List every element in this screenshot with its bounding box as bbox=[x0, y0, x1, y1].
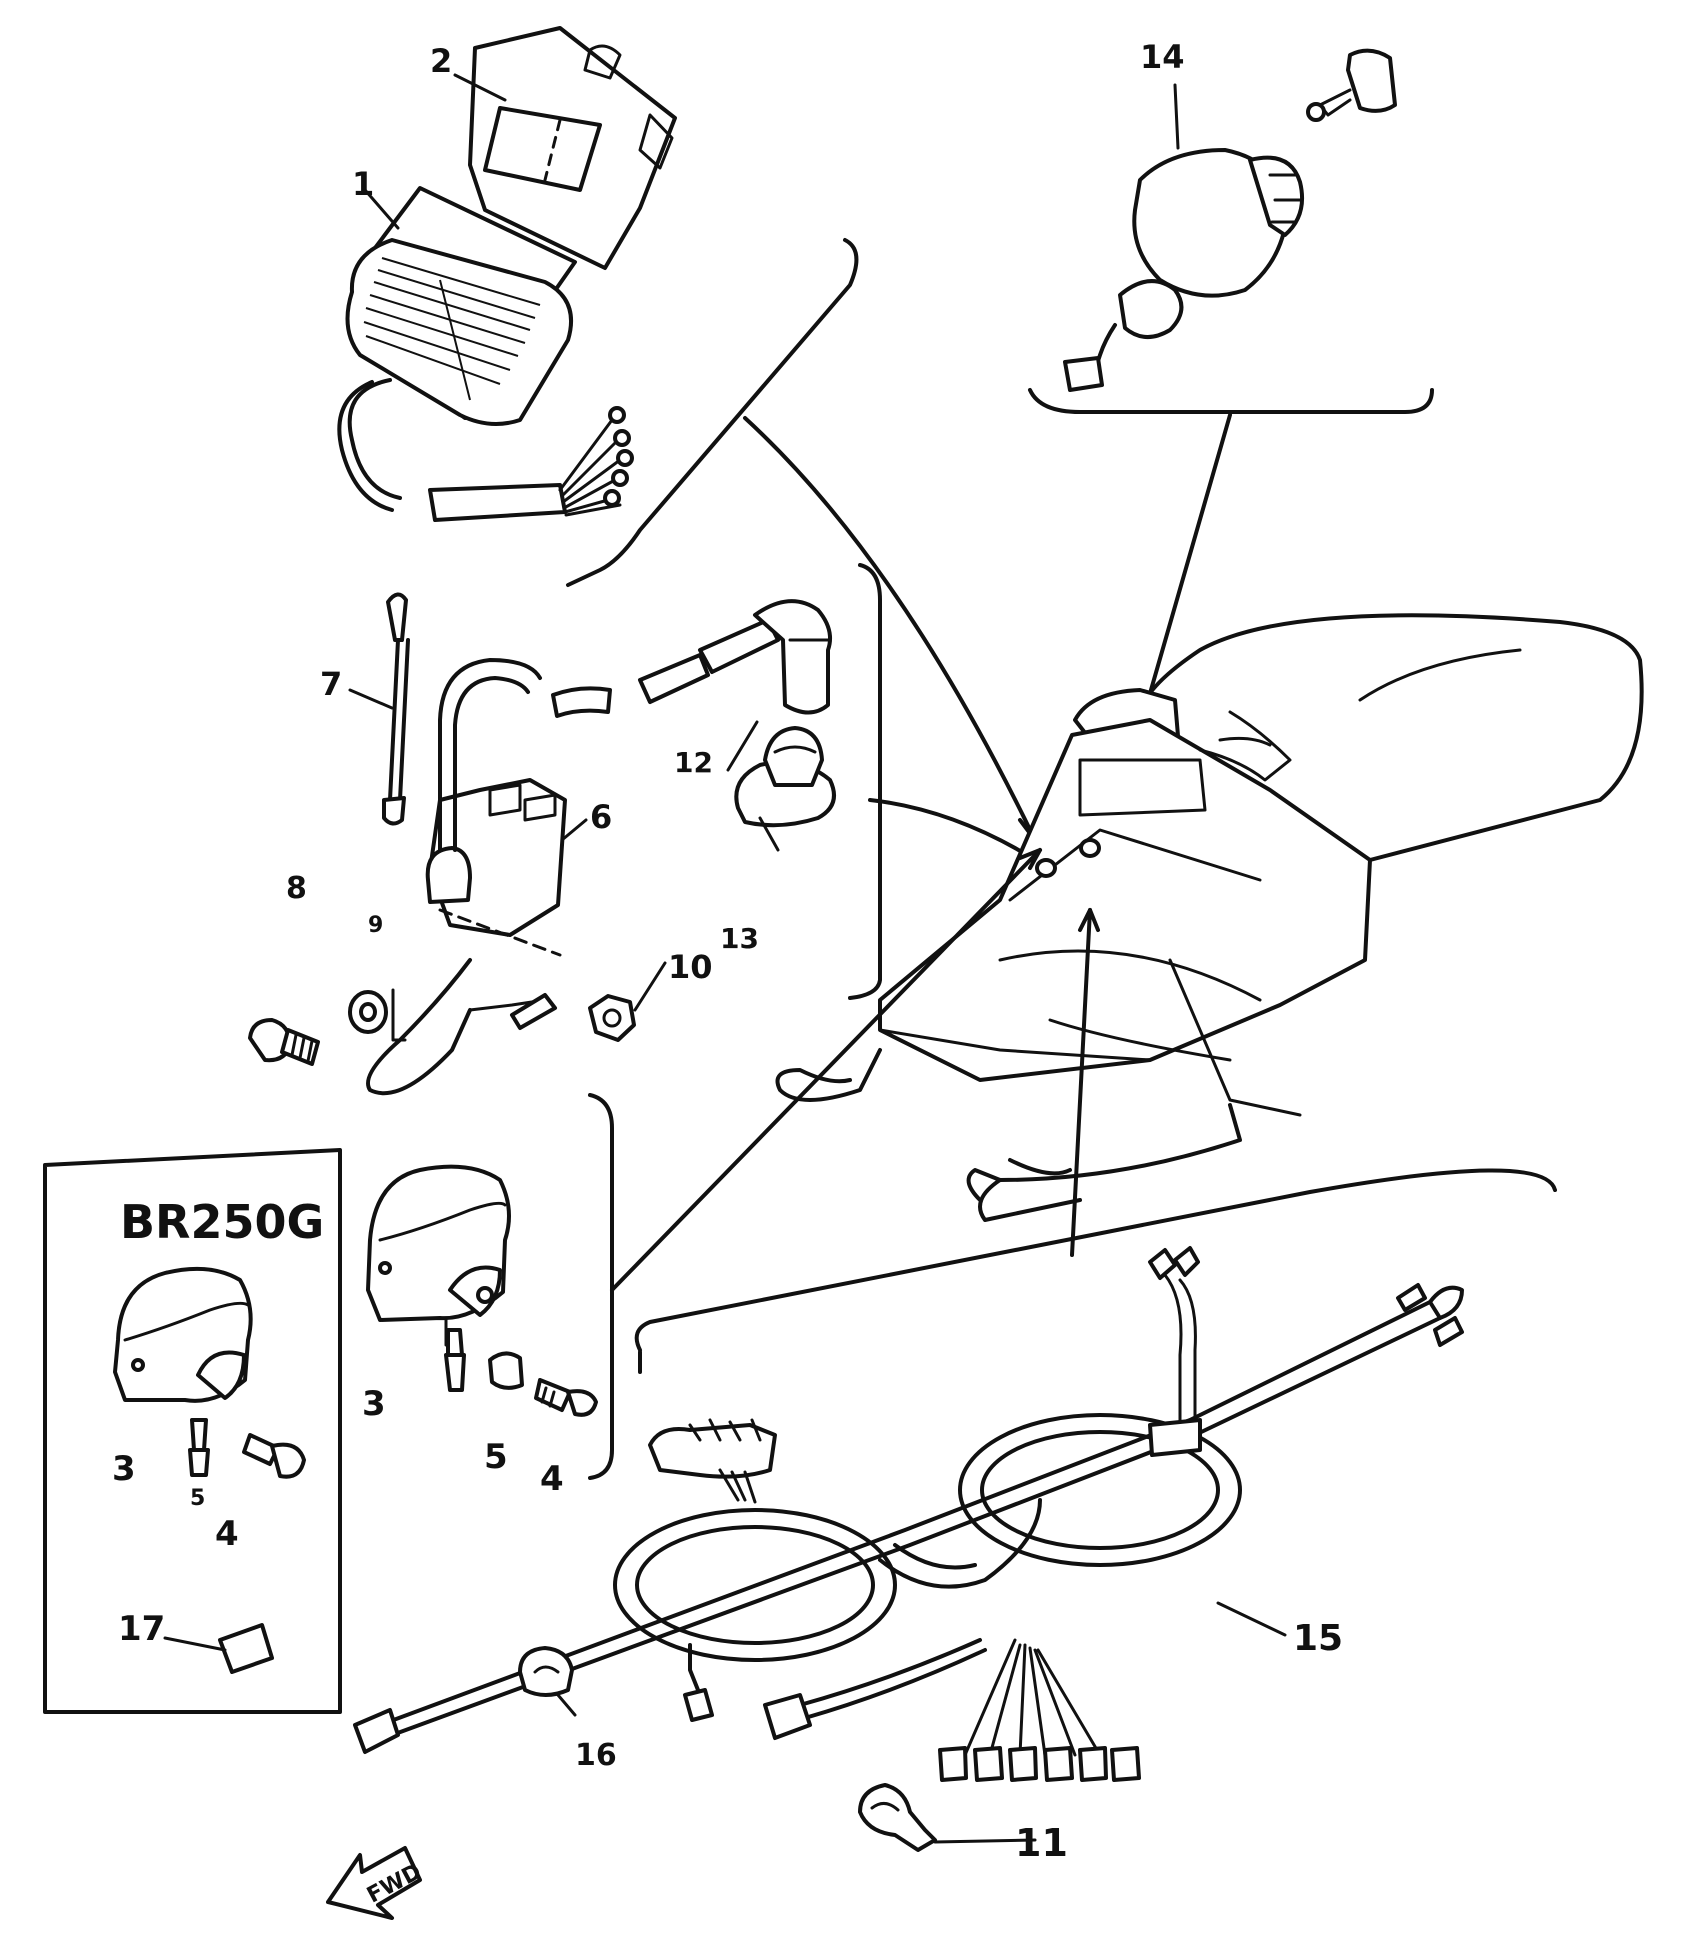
bracket-group-b bbox=[848, 563, 882, 1000]
bracket-group-c bbox=[1028, 388, 1434, 414]
callout-15: 15 bbox=[1293, 1618, 1343, 1659]
nut-part-5 bbox=[488, 1351, 524, 1390]
callout-10: 10 bbox=[668, 948, 713, 986]
leader-harness-to-sled bbox=[1070, 908, 1092, 1257]
cdi-unit-part-1 bbox=[337, 186, 634, 522]
callout-4-inset: 4 bbox=[215, 1514, 239, 1554]
callout-labels: 1 2 3 3 4 4 5 5 6 7 8 9 10 11 12 13 14 1… bbox=[112, 38, 1343, 1865]
callout-5-inset: 5 bbox=[190, 1486, 205, 1511]
cdi-cover-part-2 bbox=[468, 26, 677, 270]
plug-lead-sections bbox=[551, 653, 710, 718]
callout-3: 3 bbox=[362, 1384, 386, 1424]
callout-6: 6 bbox=[590, 798, 612, 836]
inset-br250g: BR250G bbox=[43, 1148, 342, 1714]
callout-17: 17 bbox=[118, 1609, 165, 1649]
screw-part-4 bbox=[534, 1378, 598, 1417]
ignition-coil-part-6 bbox=[366, 658, 567, 1096]
clamp-part-16 bbox=[518, 1646, 574, 1697]
fwd-arrow: FWD bbox=[326, 1846, 426, 1920]
hightension-lead-part-7 bbox=[382, 592, 410, 826]
bolt-part-8 bbox=[248, 1018, 320, 1066]
inset-title: BR250G bbox=[120, 1195, 324, 1249]
callout-5: 5 bbox=[484, 1437, 508, 1477]
leader-regulator-to-sled bbox=[610, 848, 1042, 1292]
callout-7: 7 bbox=[320, 665, 342, 703]
snowmobile-body bbox=[775, 613, 1644, 1222]
leader-lines bbox=[163, 73, 1287, 1844]
callout-8: 8 bbox=[286, 871, 307, 906]
bracket-group-d bbox=[588, 1093, 614, 1480]
ignition-switch-part-14 bbox=[1063, 48, 1397, 392]
callout-4: 4 bbox=[540, 1459, 564, 1499]
wire-harness-part-15 bbox=[353, 1168, 1557, 1782]
callout-16: 16 bbox=[575, 1738, 617, 1773]
callout-12: 12 bbox=[674, 746, 713, 779]
grommet-part-13 bbox=[734, 726, 836, 828]
callout-3-inset: 3 bbox=[112, 1449, 136, 1489]
nut-part-10 bbox=[588, 994, 636, 1042]
callout-9: 9 bbox=[368, 913, 383, 938]
callout-1: 1 bbox=[352, 165, 374, 203]
spark-plug-cap-part-12 bbox=[698, 599, 832, 715]
callout-14: 14 bbox=[1140, 38, 1185, 76]
voltage-regulator-part-3 bbox=[366, 1164, 511, 1392]
bracket-group-a bbox=[566, 238, 859, 587]
washer-part-9 bbox=[348, 988, 407, 1042]
clamp-part-11 bbox=[858, 1783, 937, 1852]
callout-2: 2 bbox=[430, 42, 452, 80]
leader-cdi-to-sled bbox=[743, 416, 1037, 842]
callout-11: 11 bbox=[1015, 1821, 1068, 1865]
callout-13: 13 bbox=[720, 922, 759, 955]
